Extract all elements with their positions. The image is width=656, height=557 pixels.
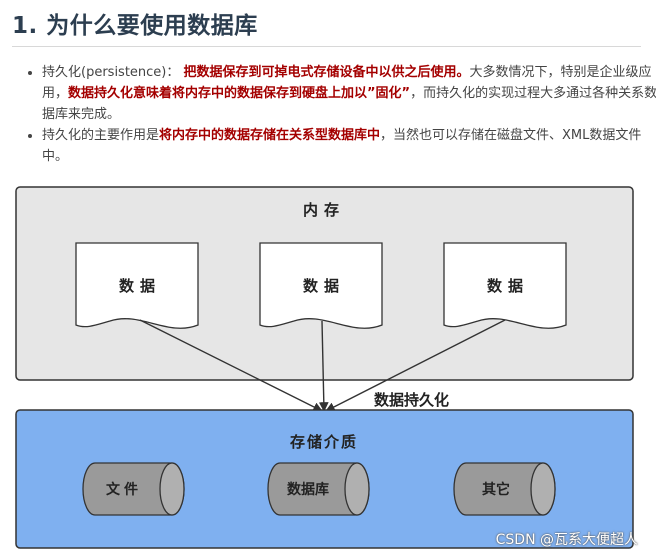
persistence-label: 数据持久化 — [374, 391, 449, 409]
memory-title: 内存 — [303, 201, 345, 219]
bullet-text: 持久化的主要作用是 — [42, 128, 160, 143]
highlight-text: 将内存中的数据存储在关系型数据库中 — [159, 128, 381, 143]
cylinder-label: 其它 — [482, 481, 510, 498]
title-divider — [12, 46, 641, 47]
bullet-text: 持久化(persistence)： — [42, 65, 184, 80]
storage-cylinder-other: 其它 — [453, 462, 556, 516]
bullet-text: ，而持久化的实现过程大多通过各种关系数据库来完成。 — [42, 86, 656, 122]
page-title: 1. 为什么要使用数据库 — [12, 13, 258, 39]
cylinder-label: 数据库 — [287, 481, 329, 498]
document-label: 数据 — [487, 277, 529, 295]
cylinder-label: 文件 — [106, 481, 142, 498]
watermark: CSDN @瓦系大便超人 — [495, 532, 638, 548]
document-label: 数据 — [119, 277, 161, 295]
storage-cylinder-file: 文件 — [82, 462, 185, 516]
storage-cylinder-database: 数据库 — [267, 462, 370, 516]
persist-arrow-right — [325, 319, 506, 412]
persist-arrow-left — [139, 319, 323, 412]
bullet-list: 持久化(persistence)： 把数据保存到可掉电式存储设备中以供之后使用。… — [24, 62, 656, 167]
bullet-text: 大多数情况下，特别是企业级应用， — [42, 65, 652, 101]
data-document-1: 数据 — [75, 242, 199, 329]
data-document-3: 数据 — [443, 242, 567, 329]
document-label: 数据 — [303, 277, 345, 295]
data-document-2: 数据 — [259, 242, 383, 329]
highlight-text: 数据持久化意味着将内存中的数据保存到硬盘上加以”固化” — [68, 86, 411, 101]
persistence-diagram: 内存 数据 数据 数据 数据持久化 存储介质 文件 数据库 其它 — [15, 186, 634, 549]
bullet-item-persistence: 持久化(persistence)： 把数据保存到可掉电式存储设备中以供之后使用。… — [42, 62, 656, 125]
bullet-item-purpose: 持久化的主要作用是将内存中的数据存储在关系型数据库中，当然也可以存储在磁盘文件、… — [42, 125, 656, 167]
highlight-text: 把数据保存到可掉电式存储设备中以供之后使用。 — [183, 65, 470, 80]
storage-title: 存储介质 — [290, 433, 358, 451]
persist-arrow-middle — [318, 320, 329, 412]
bullet-text: ，当然也可以存储在磁盘文件、XML数据文件中。 — [42, 128, 642, 164]
